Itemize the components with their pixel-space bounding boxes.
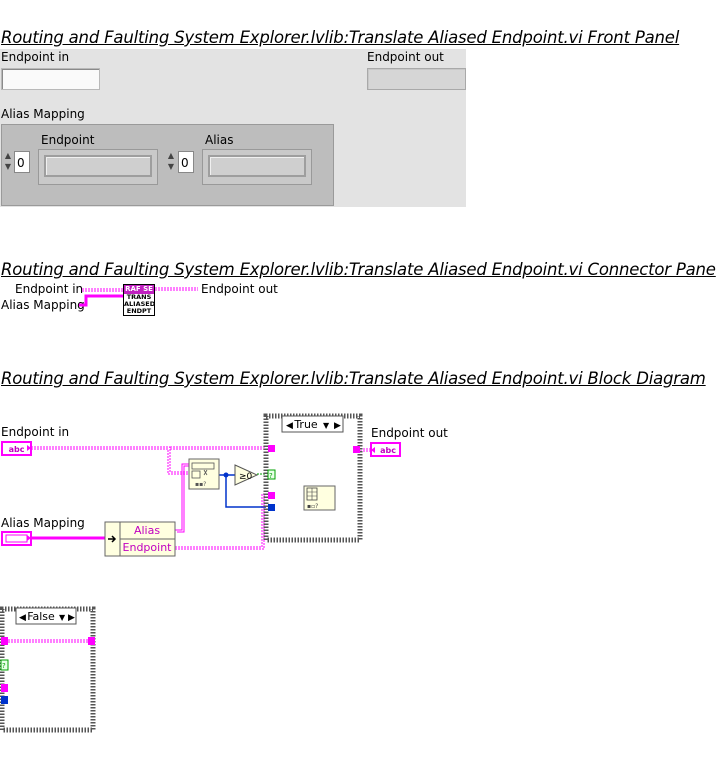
endpoint-in-label: Endpoint in bbox=[1, 50, 70, 64]
string-wire-endpoint-in bbox=[31, 446, 270, 475]
endpoint-index-spinner[interactable]: ▲▼ bbox=[4, 151, 12, 171]
block-diagram-heading: Routing and Faulting System Explorer.lvl… bbox=[1, 369, 706, 388]
bd-endpoint-in-label: Endpoint in bbox=[1, 425, 70, 439]
endpoint-out-label: Endpoint out bbox=[367, 50, 444, 64]
case-structure-true[interactable]: ◀ True ▼ ▶ ? bbox=[263, 413, 363, 543]
bd-alias-mapping-label: Alias Mapping bbox=[1, 516, 85, 530]
svg-text:≥0: ≥0 bbox=[239, 472, 253, 482]
alias-mapping-cluster: Endpoint Alias ▲▼ 0 ▲▼ 0 bbox=[1, 124, 334, 206]
vi-icon-line1: TRANS bbox=[126, 293, 152, 301]
endpoint-array-label: Endpoint bbox=[41, 133, 95, 147]
svg-text:▪▫?: ▪▫? bbox=[307, 503, 318, 510]
endpoint-out-indicator bbox=[367, 68, 466, 90]
svg-text:▼: ▼ bbox=[323, 421, 330, 430]
svg-text:▶: ▶ bbox=[68, 613, 75, 623]
vi-icon-line3: ENDPT bbox=[126, 307, 152, 315]
array-wire-alias bbox=[175, 463, 190, 533]
unbundle-by-name-node[interactable]: Alias Endpoint bbox=[104, 521, 176, 557]
svg-text:abc: abc bbox=[9, 445, 25, 454]
unbundle-endpoint-label: Endpoint bbox=[123, 541, 173, 554]
cp-alias-mapping-label: Alias Mapping bbox=[1, 298, 85, 312]
alias-mapping-terminal[interactable] bbox=[1, 531, 32, 546]
case-false-label: False bbox=[27, 610, 55, 623]
index-array-icon[interactable]: ▪▫? bbox=[303, 485, 336, 511]
cp-endpoint-out-label: Endpoint out bbox=[201, 282, 278, 296]
alias-mapping-label: Alias Mapping bbox=[1, 107, 85, 121]
bd-endpoint-out-label: Endpoint out bbox=[371, 426, 448, 440]
svg-text:abc: abc bbox=[380, 446, 396, 455]
front-panel-heading: Routing and Faulting System Explorer.lvl… bbox=[1, 28, 680, 47]
svg-text:?: ? bbox=[2, 662, 6, 670]
endpoint-in-terminal[interactable]: abc bbox=[1, 441, 32, 456]
svg-text:▼: ▼ bbox=[59, 613, 66, 622]
endpoint-array-element[interactable] bbox=[44, 155, 152, 177]
alias-index-spinner[interactable]: ▲▼ bbox=[167, 151, 175, 171]
connector-pane-wires bbox=[79, 287, 198, 307]
case-structure-false[interactable]: ◀ False ▼ ▶ ? bbox=[0, 606, 96, 733]
array-search-icon[interactable]: ▪▪? bbox=[188, 458, 220, 490]
alias-array bbox=[202, 149, 312, 185]
svg-text:▪▪?: ▪▪? bbox=[195, 481, 206, 488]
block-diagram-canvas: abc abc Alias Endpoint ▪▪? ≥0 bbox=[0, 413, 401, 733]
alias-index-display[interactable]: 0 bbox=[178, 151, 194, 173]
svg-text:◀: ◀ bbox=[286, 421, 293, 431]
alias-array-label: Alias bbox=[205, 133, 234, 147]
svg-text:▶: ▶ bbox=[334, 421, 341, 431]
greater-or-equal-zero-icon[interactable]: ≥0 bbox=[234, 464, 259, 486]
vi-icon-banner: RAF SE bbox=[124, 285, 154, 294]
svg-text:?: ? bbox=[269, 472, 273, 480]
unbundle-alias-label: Alias bbox=[134, 524, 160, 537]
alias-array-element[interactable] bbox=[208, 155, 306, 177]
connector-pane-heading: Routing and Faulting System Explorer.lvl… bbox=[1, 260, 716, 279]
cp-endpoint-in-label: Endpoint in bbox=[15, 282, 84, 296]
endpoint-out-terminal[interactable]: abc bbox=[370, 442, 401, 457]
endpoint-array bbox=[38, 149, 158, 185]
vi-icon: RAF SE TRANS ALIASED ENDPT bbox=[123, 284, 155, 316]
svg-text:◀: ◀ bbox=[19, 613, 26, 623]
vi-icon-line2: ALIASED bbox=[124, 300, 156, 308]
endpoint-index-display[interactable]: 0 bbox=[14, 151, 30, 173]
case-true-label: True bbox=[293, 418, 318, 431]
endpoint-in-control[interactable] bbox=[1, 68, 100, 90]
